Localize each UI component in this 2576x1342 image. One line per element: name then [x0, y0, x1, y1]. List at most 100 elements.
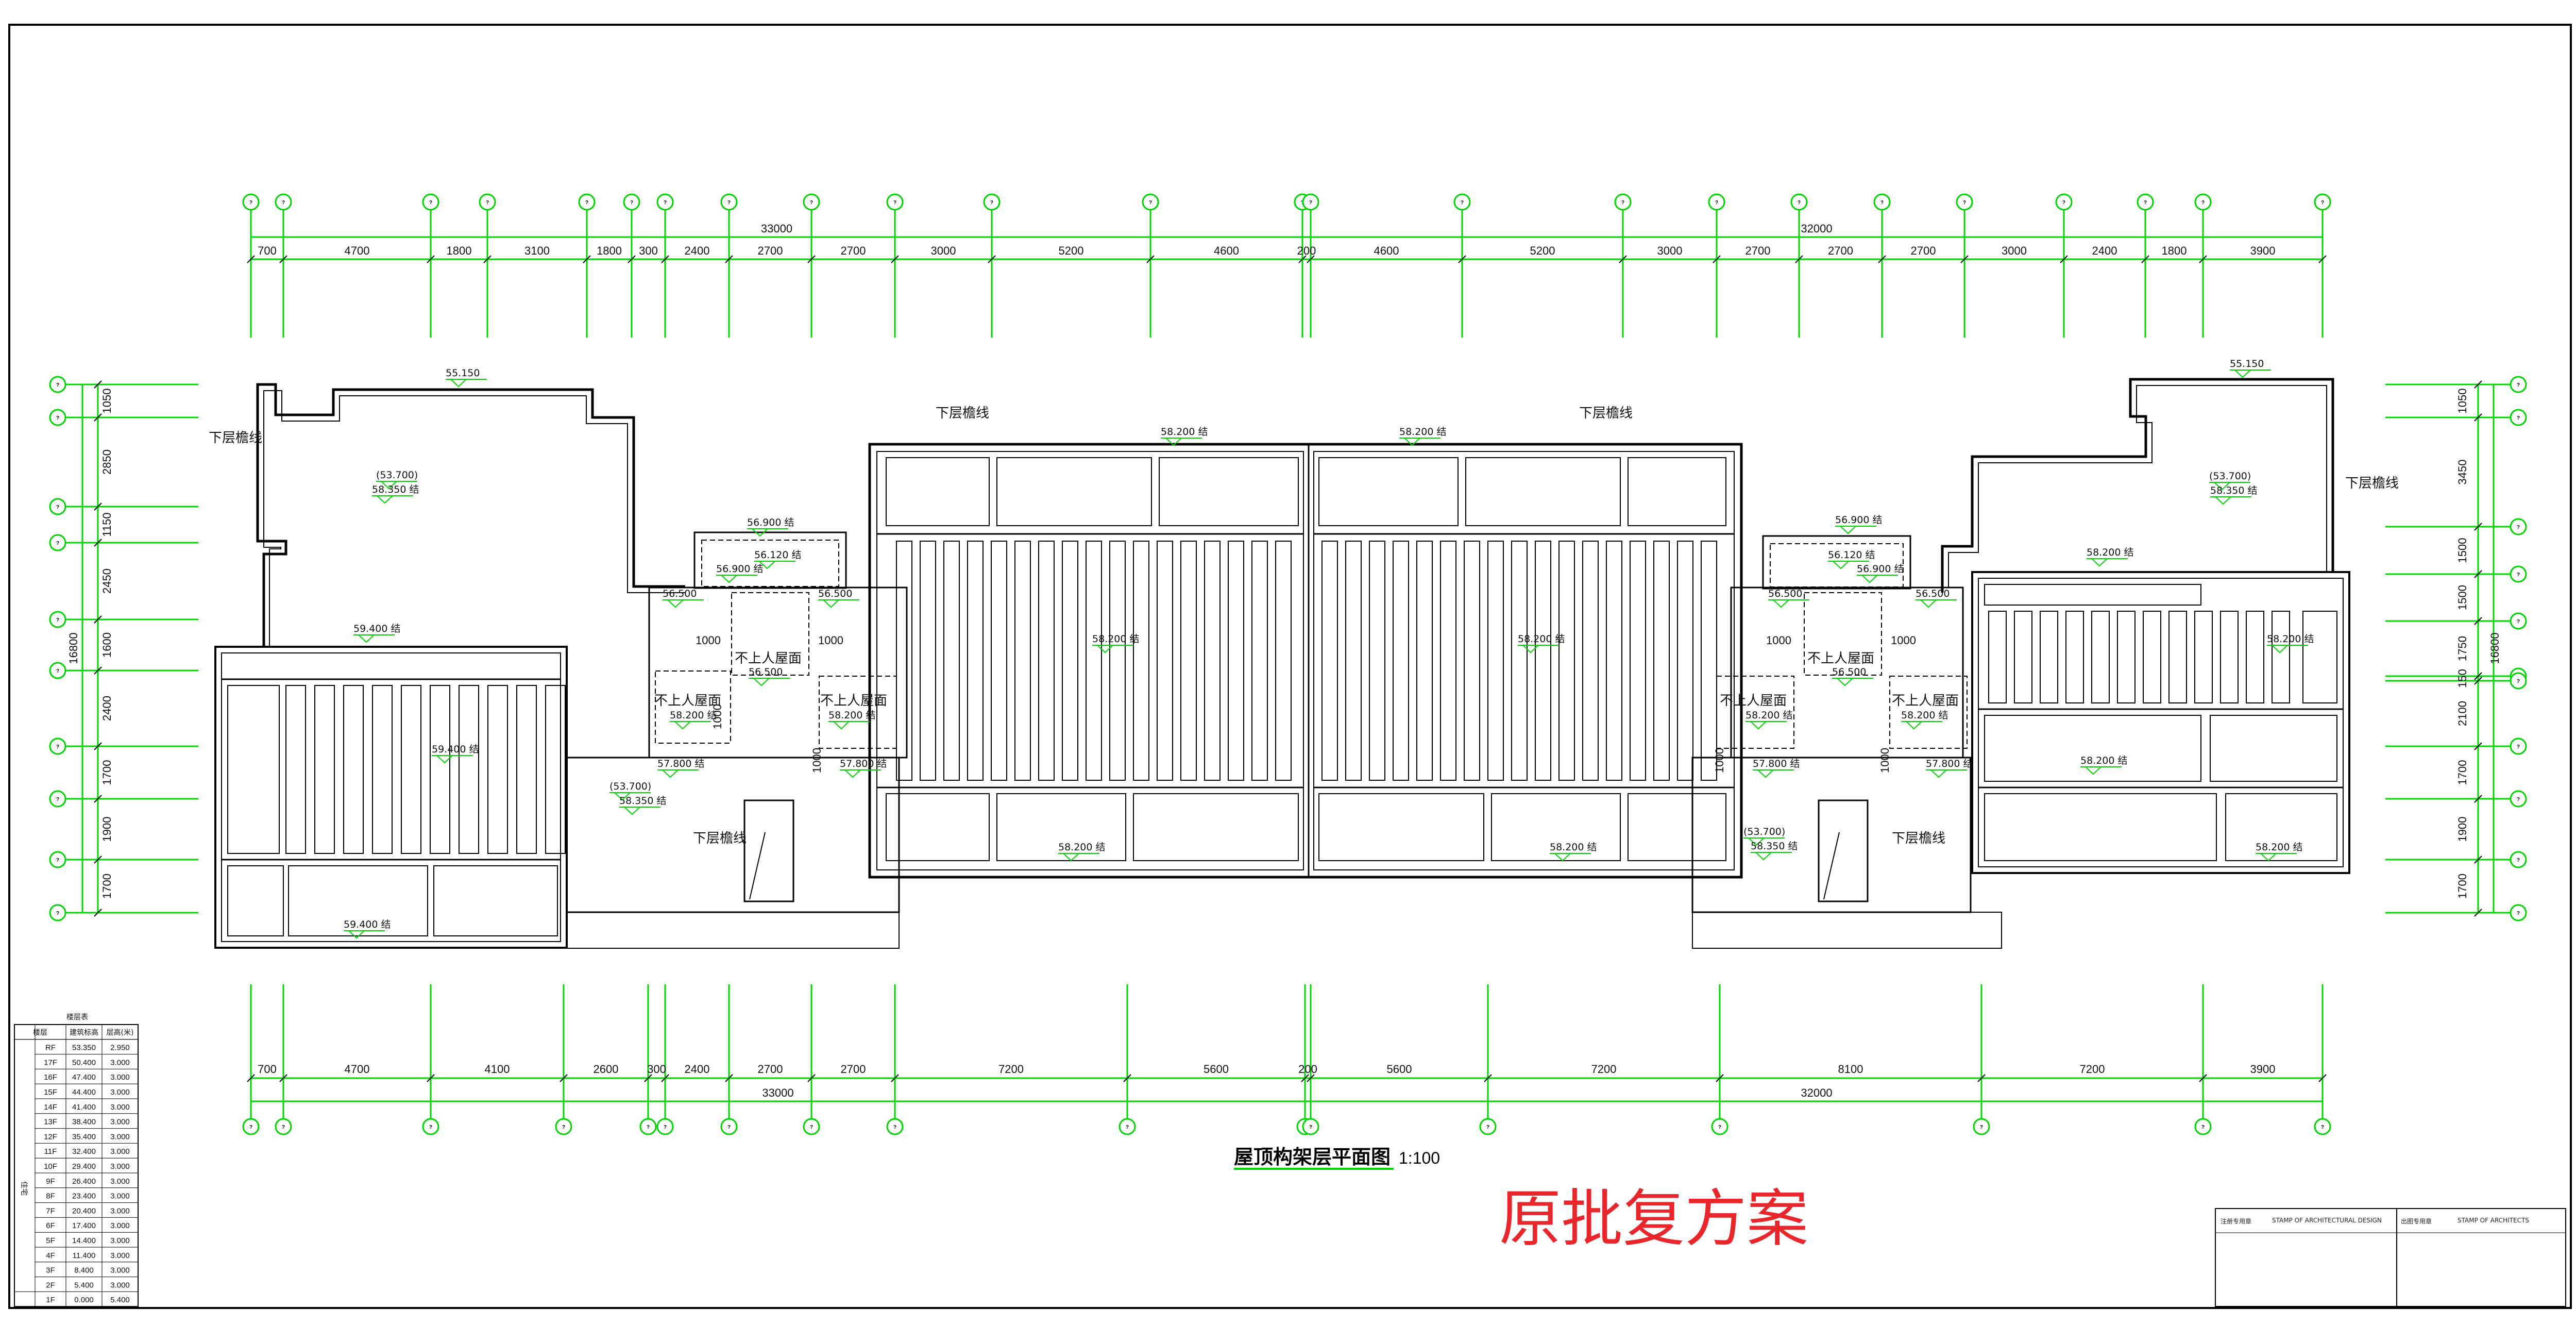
left-stair-diagonal — [749, 832, 766, 900]
axis-label-left: ? — [56, 541, 59, 546]
bottom-dim-value: 8100 — [1838, 1063, 1863, 1076]
right-frame-slat — [2246, 611, 2264, 703]
elevation-marker — [661, 769, 680, 778]
top-dim-value: 4600 — [1214, 244, 1239, 257]
floor-table-elevation: 20.400 — [72, 1206, 96, 1215]
axis-label-right: ? — [2517, 382, 2520, 388]
dimension-layer: ????????????????????????7004700180031001… — [49, 193, 2527, 1135]
axis-bubble-right — [2510, 518, 2527, 535]
floor-table-height: 3.000 — [110, 1236, 130, 1245]
bottom-tick — [560, 1074, 568, 1082]
approval-stamp-text: 原批复方案 — [1499, 1183, 1808, 1255]
floor-table-height: 3.000 — [110, 1132, 130, 1141]
center-right-slat — [1677, 541, 1693, 781]
bottom-tick — [1301, 1074, 1309, 1082]
elevation-e_56500_l3: 56.500 — [749, 666, 783, 678]
elevation-marker — [449, 379, 468, 388]
axis-label-bottom: ? — [282, 1125, 285, 1130]
upper-left-parapet-inner — [263, 390, 685, 647]
axis-bubble-right — [2510, 409, 2527, 426]
bottom-dim-value: 7200 — [998, 1063, 1024, 1076]
elevation-e_58200_rt: 58.200 结 — [2087, 547, 2134, 558]
center-top-panel — [996, 457, 1152, 526]
left-frame-slat — [545, 685, 566, 854]
axis-label-left: ? — [56, 797, 59, 802]
axis-label-top: ? — [990, 200, 993, 206]
elevation-marker — [1756, 769, 1775, 778]
axis-bubble-bottom — [1973, 1118, 1990, 1135]
floor-table-elevation: 29.400 — [72, 1162, 96, 1171]
elevation-e_58200_m2: 58.200 结 — [1518, 633, 1565, 645]
center-top-panel — [886, 457, 990, 526]
axis-label-bottom: ? — [429, 1125, 432, 1130]
center-block — [868, 443, 1743, 879]
floor-table-elevation: 5.400 — [74, 1281, 94, 1289]
floor-table-elevation: 53.350 — [72, 1044, 96, 1052]
left-overall-value: 16800 — [67, 632, 80, 664]
axis-label-bottom: ? — [893, 1125, 896, 1130]
bottom-dim-value: 2700 — [758, 1063, 783, 1076]
axis-label-bottom: ? — [1309, 1125, 1312, 1130]
floor-table-height: 3.000 — [110, 1206, 130, 1215]
left-core-top-dashed — [701, 540, 839, 587]
top-dim-value: 3000 — [931, 244, 956, 257]
lbl_noroof_4: 不上人屋面 — [1720, 693, 1787, 709]
right-frame-mid-bay-1 — [1984, 715, 2201, 782]
lbl_1000_2: 1000 — [818, 634, 843, 647]
floor-table-floor: 16F — [44, 1073, 57, 1082]
center-top-panel — [1628, 457, 1726, 526]
center-bottom-panel — [886, 793, 990, 861]
left-tick — [94, 615, 102, 624]
lbl_1000_3: 1000 — [1766, 634, 1791, 647]
right-core-top — [1762, 535, 1911, 590]
top-dim-value: 5200 — [1059, 244, 1084, 257]
right-tick — [2474, 677, 2482, 685]
left-tick — [94, 909, 102, 917]
right-dim-value: 1500 — [2456, 585, 2469, 610]
axis-bubble-bottom — [1479, 1118, 1497, 1135]
bottom-tick — [807, 1074, 816, 1082]
center-left-slat — [1180, 541, 1197, 781]
floor-table-elevation: 0.000 — [74, 1296, 94, 1304]
axis-label-bottom: ? — [664, 1125, 667, 1130]
right-frame-slat — [2168, 611, 2187, 703]
axis-label-top: ? — [1715, 200, 1718, 206]
center-right-slat — [1464, 541, 1480, 781]
axis-bubble-bottom — [886, 1118, 904, 1135]
floor-table-height: 3.000 — [110, 1177, 130, 1186]
top-tick — [1146, 255, 1155, 263]
right-dim-value: 1700 — [2456, 760, 2469, 785]
floor-table-elevation: 14.400 — [72, 1236, 96, 1245]
axis-bubble-right — [2510, 612, 2527, 630]
top-tick — [1458, 255, 1466, 263]
center-right-slat — [1582, 541, 1599, 781]
elevation-e_53700_l: (53.700) — [376, 469, 418, 481]
center-left-slat — [1038, 541, 1055, 781]
left-frame-slat — [459, 685, 479, 854]
drawing-frame — [8, 24, 2572, 1309]
lbl_1000_5: 1000 — [711, 704, 724, 729]
right-stair-diagonal — [1823, 832, 1840, 900]
elevation-e_58200_r4: 58.200 结 — [2267, 633, 2314, 645]
elevation-marker — [1929, 769, 1948, 778]
right-frame-slat — [2117, 611, 2136, 703]
axis-label-top: ? — [249, 200, 252, 206]
right-dim-value: 150 — [2456, 669, 2469, 688]
floor-table-floor: 7F — [46, 1206, 55, 1215]
lbl_edge_r: 下层檐线 — [2345, 476, 2399, 491]
top-dim-value: 3100 — [524, 244, 550, 257]
floor-table-header: 层高(米) — [107, 1028, 134, 1037]
right-tick — [2474, 855, 2482, 864]
left-frame-slat — [487, 685, 508, 854]
right-frame-slat — [2143, 611, 2161, 703]
lbl_1000_1: 1000 — [696, 634, 721, 647]
left-tick — [94, 380, 102, 389]
floor-table-floor: 9F — [46, 1177, 55, 1186]
right-dim-value: 1750 — [2456, 636, 2469, 661]
right-frame-slat — [2014, 611, 2032, 703]
floor-table-elevation: 26.400 — [72, 1177, 96, 1186]
left-frame-slat — [401, 685, 421, 854]
axis-label-right: ? — [2517, 525, 2520, 530]
